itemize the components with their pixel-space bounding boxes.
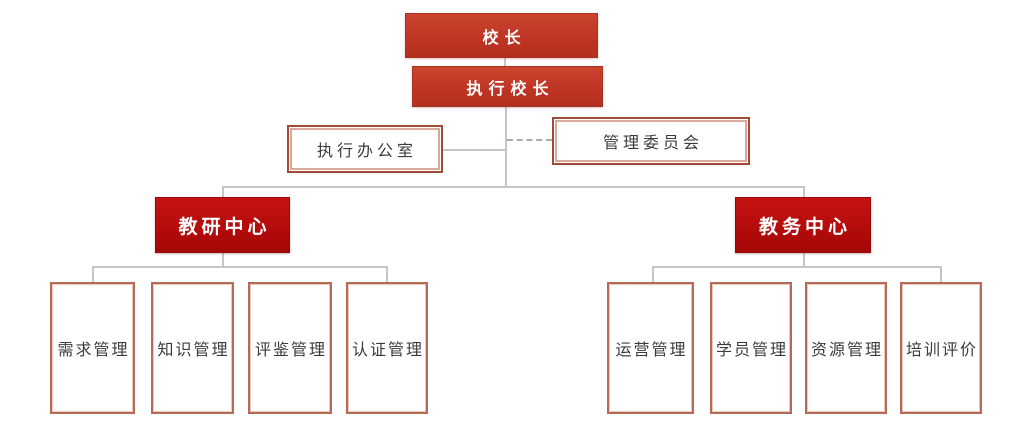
org-node-principal: 校长 xyxy=(405,13,598,58)
org-node-management-committee-label: 管理委员会 xyxy=(602,135,703,152)
org-node-knowledge-management-label: 知识管理 xyxy=(157,342,230,359)
org-node-evaluation-management: 评鉴管理 xyxy=(248,282,332,414)
connector-affairs-down xyxy=(803,253,805,267)
org-node-operations-management-label: 运营管理 xyxy=(615,342,688,359)
connector-executive-trunk xyxy=(505,107,507,187)
connector-office-to-trunk xyxy=(443,149,506,151)
connector-research-down xyxy=(222,253,224,267)
connector-centers-rail xyxy=(222,186,804,188)
org-node-training-evaluation-label: 培训评价 xyxy=(905,342,978,359)
connector-drop-evaluation xyxy=(940,266,942,282)
org-node-certification-management: 认证管理 xyxy=(346,282,428,414)
connector-principal-executive xyxy=(504,58,506,66)
connector-affairs-rail xyxy=(652,266,942,268)
org-node-executive-principal: 执行校长 xyxy=(412,66,603,107)
org-node-resource-management-label: 资源管理 xyxy=(810,342,883,359)
org-node-teaching-research-center: 教研中心 xyxy=(155,197,290,253)
org-node-teaching-research-center-label: 教研中心 xyxy=(178,216,271,238)
org-node-student-management: 学员管理 xyxy=(710,282,792,414)
org-node-training-evaluation: 培训评价 xyxy=(900,282,982,414)
org-node-certification-management-label: 认证管理 xyxy=(351,342,424,359)
org-node-student-management-label: 学员管理 xyxy=(715,342,788,359)
org-node-resource-management: 资源管理 xyxy=(805,282,887,414)
org-node-executive-office: 执行办公室 xyxy=(287,125,443,173)
org-node-management-committee: 管理委员会 xyxy=(552,117,750,165)
org-node-principal-label: 校长 xyxy=(482,29,527,47)
org-node-executive-principal-label: 执行校长 xyxy=(466,80,555,98)
org-node-academic-affairs-center-label: 教务中心 xyxy=(758,216,851,238)
org-node-demand-management-label: 需求管理 xyxy=(57,342,130,359)
connector-drop-demand xyxy=(92,266,94,282)
connector-drop-certification xyxy=(386,266,388,282)
org-node-knowledge-management: 知识管理 xyxy=(151,282,234,414)
connector-research-rail xyxy=(92,266,388,268)
org-node-operations-management: 运营管理 xyxy=(607,282,694,414)
org-node-evaluation-management-label: 评鉴管理 xyxy=(254,342,327,359)
org-node-executive-office-label: 执行办公室 xyxy=(316,143,417,160)
org-node-demand-management: 需求管理 xyxy=(50,282,135,414)
connector-trunk-to-committee-dashed xyxy=(507,139,552,141)
connector-drop-operations xyxy=(652,266,654,282)
connector-drop-research-center xyxy=(222,186,224,197)
org-node-academic-affairs-center: 教务中心 xyxy=(735,197,871,253)
connector-drop-affairs-center xyxy=(803,186,805,197)
